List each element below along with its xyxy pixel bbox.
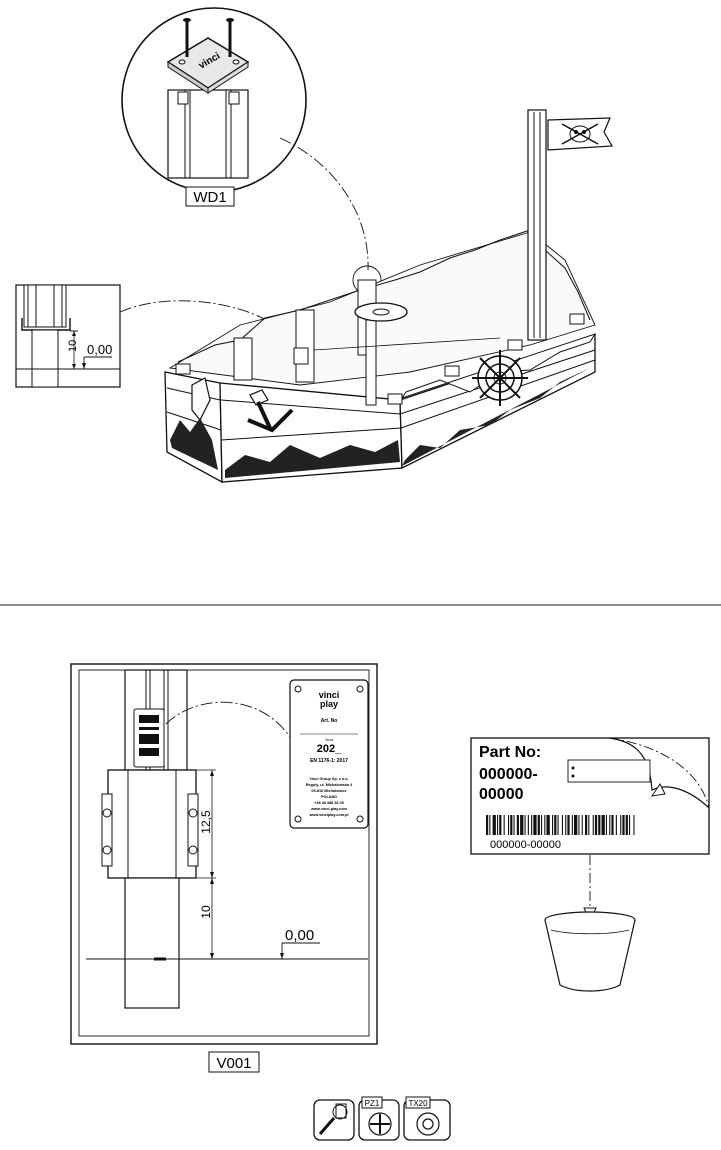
barcode-bar [609, 815, 611, 835]
plate-standard: EN 1176-1: 2017 [310, 758, 348, 764]
bottom-level-dim: 0,00 [285, 927, 314, 944]
barcode-bar [513, 815, 515, 835]
barcode [486, 815, 635, 835]
top-level-dim: 0,00 [87, 342, 112, 357]
wd1-detail: vinci [121, 7, 307, 193]
pz1-bit-icon: PZ1 [358, 1096, 400, 1141]
barcode-bar [546, 815, 550, 835]
part-no-line1: 000000- [479, 766, 538, 783]
pz1-label: PZ1 [365, 1099, 380, 1108]
barcode-bar [516, 815, 519, 835]
barcode-bar [503, 815, 505, 835]
barcode-bar [585, 815, 588, 835]
level-detail-top: 10 0,00 [15, 284, 121, 388]
barcode-bar [486, 815, 489, 835]
v001-label: V001 [216, 1055, 251, 1072]
barcode-bar [544, 815, 546, 835]
barcode-bar [552, 815, 554, 835]
barcode-bar [541, 815, 543, 835]
barcode-bar [510, 815, 513, 835]
product-plate: vinci play Art. No Year 202_ EN 1176-1: … [289, 679, 369, 829]
plate-brand-top: vinci [319, 690, 340, 700]
plate-phone: +48 48 388 94 00 [314, 801, 344, 805]
v001-detail: 12,5 10 0,00 vinci play Art. No Year 202… [70, 663, 378, 1045]
plate-brand-bottom: play [320, 699, 338, 709]
barcode-bar [611, 815, 614, 835]
barcode-bar [588, 815, 590, 835]
barcode-bar [581, 815, 583, 835]
barcode-bar [571, 815, 573, 835]
wd1-label: WD1 [193, 189, 226, 206]
barcode-bar [492, 815, 496, 835]
barcode-bar [527, 815, 529, 835]
barcode-bar [605, 815, 607, 835]
barcode-bar [567, 815, 570, 835]
barcode-bar [520, 815, 524, 835]
barcode-bar [497, 815, 499, 835]
barcode-bar [565, 815, 567, 835]
barcode-bar [537, 815, 540, 835]
boat-sandpit [164, 109, 613, 484]
tape-measure-icon [313, 1099, 355, 1141]
plate-year-value: 202_ [317, 743, 342, 755]
barcode-bar [508, 815, 510, 835]
tools-row: PZ1 TX20 [313, 1096, 451, 1141]
barcode-bar [633, 815, 635, 835]
barcode-bar [629, 815, 631, 835]
plate-height-dim: 12,5 [199, 810, 213, 834]
plate-company: Vinci Group Sp. z o.o. [309, 777, 348, 781]
barcode-bar [615, 815, 617, 835]
barcode-bar [533, 815, 537, 835]
barcode-bar [524, 815, 526, 835]
barcode-text: 000000-00000 [490, 839, 561, 851]
barcode-bar [557, 815, 559, 835]
plate-country: POLAND [321, 795, 337, 799]
barcode-bar [622, 815, 625, 835]
plate-address2: 05-816 Michalowice [311, 789, 346, 793]
barcode-bar [561, 815, 563, 835]
plate-art-label: Art. No [321, 718, 338, 724]
post-height-dim: 10 [199, 905, 213, 919]
barcode-bar [592, 815, 594, 835]
barcode-bar [531, 815, 533, 835]
plate-year-label: Year [325, 737, 334, 742]
barcode-bar [489, 815, 491, 835]
barcode-bar [601, 815, 605, 835]
barcode-bar [499, 815, 502, 835]
barcode-bar [574, 815, 578, 835]
plate-email: www.vinci-play.com [310, 807, 347, 811]
barcode-bar [594, 815, 598, 835]
barcode-bar [620, 815, 622, 835]
barcode-bar [598, 815, 601, 835]
barcode-bar [625, 815, 628, 835]
bucket [544, 911, 636, 992]
tx20-bit-icon: TX20 [403, 1096, 451, 1141]
part-no-title: Part No: [479, 744, 541, 761]
barcode-bar [554, 815, 557, 835]
plate-address1: Reguly, ul. Michalowska 4 [306, 783, 353, 787]
barcode-bar [578, 815, 580, 835]
tx20-label: TX20 [408, 1099, 428, 1108]
part-no-line2: 00000 [479, 786, 524, 803]
plate-web: www.vinciplay.com.pl [308, 813, 348, 817]
part-label: Part No: 000000- 00000 000000-00000 [470, 737, 710, 855]
top-height-dim: 10 [67, 340, 79, 352]
